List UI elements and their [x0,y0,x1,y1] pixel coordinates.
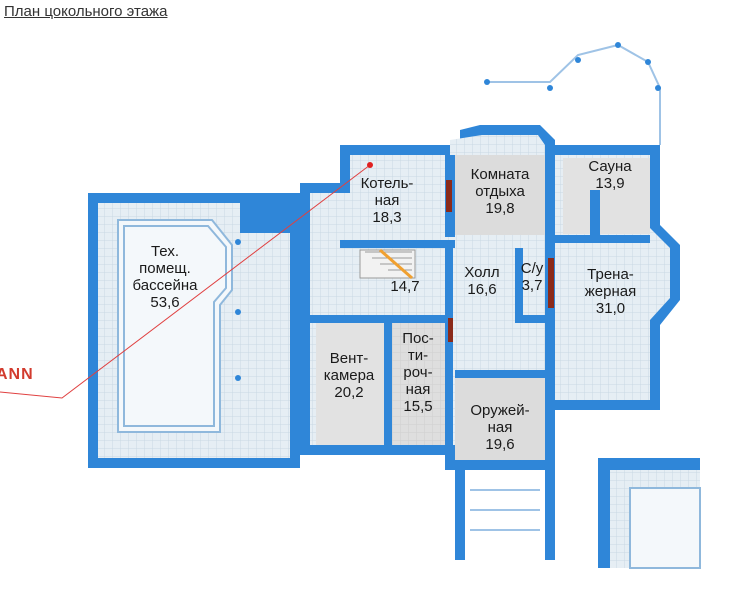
armory-floor [455,378,545,460]
room-stair-area: 14,7 [390,278,420,295]
entry-steps [455,470,555,560]
pantry-floor [392,322,445,445]
page-title: План цокольного этажа [4,3,168,20]
terrace [484,42,661,145]
staircase [359,248,416,280]
pointer-line [0,162,373,399]
pool-room [88,193,300,468]
vent-room-floor [316,322,386,445]
sauna-floor [563,158,650,234]
adjacent-structure [598,458,701,569]
rest-room-floor [455,155,545,235]
doors [446,180,554,342]
watermark-text: ANN [0,366,34,383]
